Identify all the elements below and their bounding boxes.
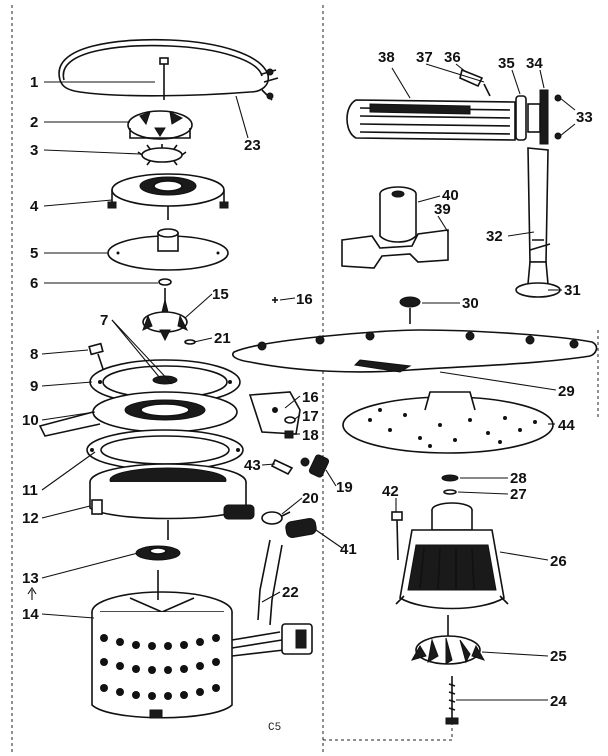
impeller (127, 110, 193, 140)
callout-4: 4 (30, 198, 39, 215)
hose-19 (308, 454, 330, 478)
callout-41: 41 (340, 541, 357, 558)
clamp-43 (270, 457, 310, 476)
motor-coupling (135, 545, 181, 561)
callout-35: 35 (498, 55, 515, 72)
drain-impeller (142, 288, 189, 342)
callout-36: 36 (444, 49, 461, 66)
vertical-spray-tube (527, 147, 551, 263)
spray-arm-cap (399, 296, 421, 324)
callout-38: 38 (378, 49, 395, 66)
callout-23: 23 (244, 137, 261, 154)
spline-gear (137, 144, 187, 166)
lower-pump-housing (395, 502, 509, 610)
callout-17: 17 (302, 408, 319, 425)
callout-labels: 1 2 3 4 5 6 7 8 9 10 11 12 13 14 15 16 1… (22, 49, 593, 734)
seal-21 (184, 339, 196, 345)
chopper-blade (410, 615, 486, 665)
nut-28 (441, 474, 459, 482)
motor (91, 570, 233, 719)
pump-base-10 (38, 391, 238, 437)
callout-42: 42 (382, 483, 399, 500)
callout-39: 39 (434, 201, 451, 218)
callout-34: 34 (526, 55, 543, 72)
callout-12: 12 (22, 510, 39, 527)
callout-16b: 16 (302, 389, 319, 406)
callout-5: 5 (30, 245, 38, 262)
callout-14: 14 (22, 606, 39, 623)
motor-mount-housing (89, 463, 255, 540)
mounting-plate (107, 228, 229, 271)
washer (158, 278, 172, 286)
gasket-9 (89, 359, 241, 405)
spray-arm (232, 329, 598, 373)
screw-42 (391, 511, 403, 561)
clamp-20 (261, 511, 291, 525)
filter-plate (342, 391, 554, 454)
end-cap-35 (515, 95, 527, 141)
screws-33 (554, 94, 562, 140)
diagram-code: C5 (268, 722, 281, 734)
motor-vents (100, 634, 220, 700)
callout-15: 15 (212, 286, 229, 303)
timer-bracket (248, 391, 301, 435)
callout-32: 32 (486, 228, 503, 245)
nipple-37 (483, 83, 491, 97)
gasket-11 (86, 429, 244, 471)
wire-harness (231, 539, 313, 657)
callout-9: 9 (30, 378, 38, 395)
callout-29: 29 (558, 383, 575, 400)
callout-3: 3 (30, 142, 38, 159)
tube-base (515, 261, 561, 298)
callout-8: 8 (30, 346, 38, 363)
callout-44: 44 (558, 417, 575, 434)
callout-19: 19 (336, 479, 353, 496)
callout-30: 30 (462, 295, 479, 312)
bolt-8 (88, 342, 105, 373)
callout-2: 2 (30, 114, 38, 131)
long-screw (445, 676, 459, 725)
callout-33: 33 (576, 109, 593, 126)
callout-13: 13 (22, 570, 39, 587)
callout-16: 16 (296, 291, 313, 308)
callout-40: 40 (442, 187, 459, 204)
callout-10: 10 (22, 412, 39, 429)
clip-17 (284, 416, 296, 424)
callout-31: 31 (564, 282, 581, 299)
hose-41 (285, 517, 317, 539)
nut-18 (284, 430, 294, 439)
callout-18: 18 (302, 427, 319, 444)
callout-24: 24 (550, 693, 567, 710)
callout-7: 7 (100, 312, 108, 329)
small-fastener-16 (272, 297, 278, 303)
center-screw (159, 57, 169, 100)
callout-22: 22 (282, 584, 299, 601)
cylinder-40 (379, 186, 417, 243)
upper-spray-tube (346, 99, 516, 141)
bracket-39 (341, 229, 449, 269)
leader-lines (27, 63, 576, 701)
callout-6: 6 (30, 275, 38, 292)
callout-37: 37 (416, 49, 433, 66)
callout-27: 27 (510, 486, 527, 503)
washer-27 (443, 489, 457, 495)
callout-25: 25 (550, 648, 567, 665)
callout-28: 28 (510, 470, 527, 487)
callout-26: 26 (550, 553, 567, 570)
flange-34 (527, 89, 549, 145)
heating-element (58, 38, 279, 101)
callout-11: 11 (22, 482, 38, 499)
pump-cover (107, 173, 229, 220)
callout-20: 20 (302, 490, 319, 507)
callout-21: 21 (214, 330, 231, 347)
callout-43: 43 (244, 457, 261, 474)
callout-1: 1 (30, 74, 38, 91)
filter-holes (368, 408, 537, 448)
